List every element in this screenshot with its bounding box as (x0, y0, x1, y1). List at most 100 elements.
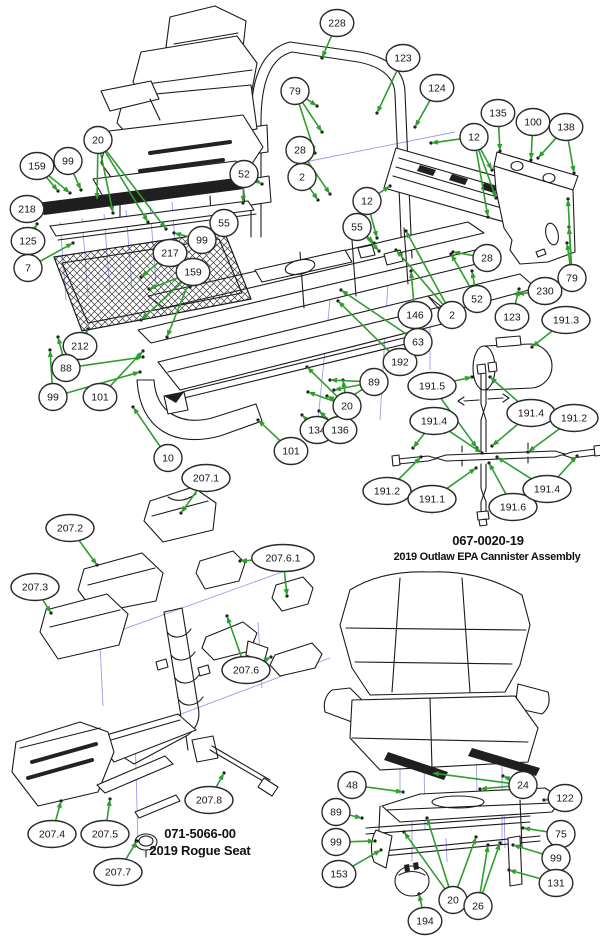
svg-text:125: 125 (19, 236, 37, 248)
svg-text:79: 79 (289, 86, 301, 98)
svg-text:159: 159 (28, 161, 46, 173)
callout-20: 20 (332, 391, 362, 421)
svg-text:26: 26 (472, 901, 484, 913)
svg-text:75: 75 (555, 829, 567, 841)
svg-text:7: 7 (25, 263, 31, 275)
svg-text:135: 135 (489, 108, 507, 120)
svg-text:12: 12 (361, 196, 373, 208)
svg-text:191.6: 191.6 (500, 502, 526, 514)
svg-text:207.6.1: 207.6.1 (265, 553, 300, 565)
svg-text:191.2: 191.2 (561, 413, 587, 425)
cannister-title: 2019 Outlaw EPA Cannister Assembly (393, 551, 581, 563)
callout-191.4: 191.4 (522, 474, 572, 504)
callout-10: 10 (153, 443, 183, 473)
callout-217: 217 (152, 238, 188, 268)
svg-text:218: 218 (18, 204, 36, 216)
callout-123: 123 (385, 43, 421, 73)
callout-212: 212 (62, 331, 98, 361)
svg-text:28: 28 (294, 145, 306, 157)
svg-text:55: 55 (351, 222, 363, 234)
callout-159: 159 (19, 151, 55, 181)
callout-99: 99 (187, 225, 217, 255)
callout-230: 230 (527, 276, 563, 306)
callout-12: 12 (459, 122, 489, 152)
svg-text:230: 230 (536, 286, 554, 298)
svg-text:138: 138 (557, 122, 575, 134)
callout-207.8: 207.8 (184, 785, 234, 815)
svg-text:207.8: 207.8 (196, 795, 222, 807)
callout-146: 146 (397, 300, 433, 330)
svg-text:191.4: 191.4 (518, 408, 544, 420)
callout-55: 55 (209, 208, 239, 238)
callout-99: 99 (53, 146, 83, 176)
callout-125: 125 (10, 226, 46, 256)
rogue-part-number: 071-5066-00 (164, 826, 236, 841)
callout-135: 135 (480, 98, 516, 128)
callout-122: 122 (547, 783, 583, 813)
svg-text:159: 159 (184, 267, 202, 279)
svg-text:20: 20 (92, 135, 104, 147)
callout-balloons: 2281231247920991592181257995521715921288… (9, 8, 599, 936)
callout-191.3: 191.3 (541, 305, 591, 335)
svg-text:79: 79 (566, 273, 578, 285)
callout-207.4: 207.4 (27, 819, 77, 849)
svg-text:63: 63 (412, 337, 424, 349)
callout-24: 24 (508, 770, 538, 800)
svg-text:99: 99 (62, 156, 74, 168)
callout-138: 138 (548, 112, 584, 142)
callout-101: 101 (82, 382, 118, 412)
svg-text:191.4: 191.4 (534, 484, 560, 496)
svg-text:123: 123 (394, 53, 412, 65)
callout-52: 52 (462, 284, 492, 314)
svg-text:153: 153 (330, 869, 348, 881)
callout-136: 136 (322, 415, 358, 445)
svg-text:191.1: 191.1 (419, 494, 445, 506)
svg-text:99: 99 (330, 837, 342, 849)
callout-48: 48 (337, 770, 367, 800)
callout-194: 194 (407, 906, 443, 936)
svg-text:207.4: 207.4 (39, 829, 65, 841)
callout-89: 89 (321, 797, 351, 827)
callout-99: 99 (321, 827, 351, 857)
callout-52: 52 (229, 159, 259, 189)
callout-2: 2 (287, 162, 317, 192)
callout-99: 99 (38, 382, 68, 412)
svg-text:207.5: 207.5 (92, 829, 118, 841)
callout-191.1: 191.1 (407, 484, 457, 514)
callout-28: 28 (472, 243, 502, 273)
svg-text:123: 123 (503, 312, 521, 324)
svg-text:2: 2 (449, 310, 455, 322)
callout-207.2: 207.2 (45, 513, 95, 543)
callout-101: 101 (273, 436, 309, 466)
callout-207.6: 207.6 (221, 655, 271, 685)
svg-text:20: 20 (341, 401, 353, 413)
svg-text:207.3: 207.3 (22, 582, 48, 594)
svg-text:194: 194 (416, 916, 434, 928)
callout-159: 159 (175, 257, 211, 287)
callout-20: 20 (438, 885, 468, 915)
svg-text:101: 101 (282, 446, 300, 458)
svg-text:100: 100 (524, 117, 542, 129)
callout-63: 63 (403, 327, 433, 357)
svg-text:101: 101 (91, 392, 109, 404)
callout-7: 7 (13, 253, 43, 283)
callout-123: 123 (494, 302, 530, 332)
svg-text:217: 217 (161, 248, 179, 260)
svg-text:88: 88 (60, 363, 72, 375)
callout-228: 228 (319, 8, 355, 38)
callout-124: 124 (419, 73, 455, 103)
svg-text:134: 134 (308, 425, 326, 437)
svg-text:124: 124 (428, 83, 446, 95)
svg-text:146: 146 (406, 310, 424, 322)
cannister-part-number: 067-0020-19 (452, 533, 524, 548)
svg-text:228: 228 (328, 18, 346, 30)
svg-text:48: 48 (346, 780, 358, 792)
callout-191.6: 191.6 (488, 492, 538, 522)
callout-100: 100 (515, 107, 551, 137)
callout-192: 192 (382, 347, 418, 377)
callout-28: 28 (285, 135, 315, 165)
rogue-seat-drawing (11, 486, 331, 858)
svg-text:207.6: 207.6 (233, 665, 259, 677)
callout-12: 12 (352, 186, 382, 216)
